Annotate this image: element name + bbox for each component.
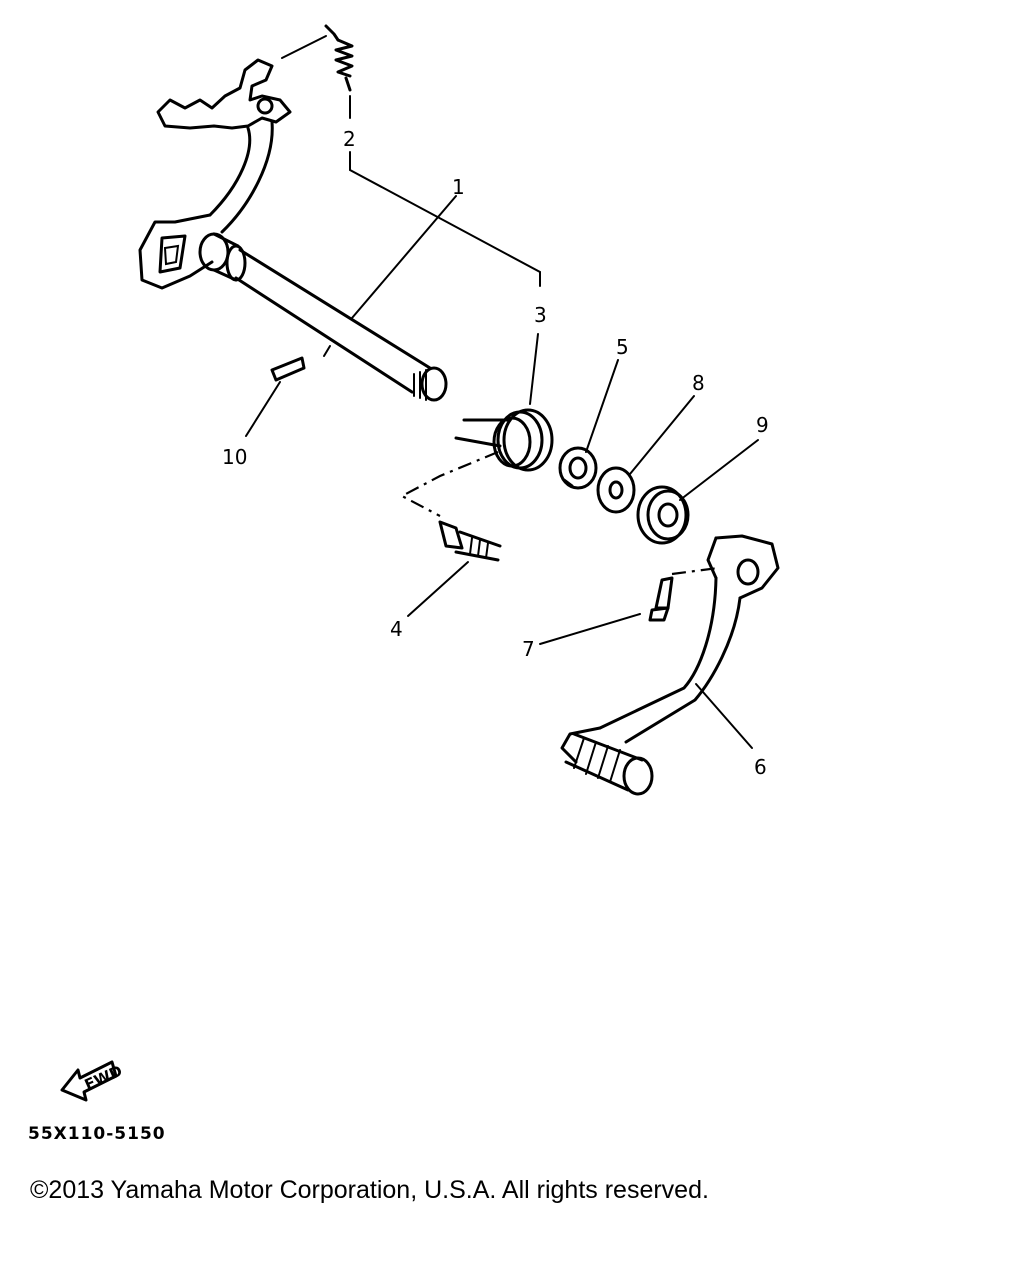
callout-6: 6	[754, 755, 767, 779]
callout-9: 9	[756, 413, 769, 437]
callout-8: 8	[692, 371, 705, 395]
stud-bolt	[438, 520, 502, 562]
washer	[596, 466, 636, 514]
leader-lines	[245, 35, 759, 749]
return-spring	[324, 24, 354, 92]
bolt	[648, 576, 674, 622]
callout-1: 1	[452, 175, 465, 199]
shift-arm	[138, 58, 292, 290]
shift-shaft	[198, 232, 448, 402]
fwd-arrow-icon: FWD	[60, 1060, 125, 1102]
callout-labels: 1 2 3 4 5 6 7 8 9 10	[222, 127, 769, 779]
callout-2: 2	[343, 127, 356, 151]
oil-seal	[636, 485, 690, 545]
dowel-pin	[270, 356, 306, 382]
torsion-spring	[454, 408, 554, 472]
copyright-notice: ©2013 Yamaha Motor Corporation, U.S.A. A…	[30, 1176, 709, 1204]
collar	[558, 446, 598, 490]
drawing-code: 55X110-5150	[28, 1124, 166, 1144]
callout-5: 5	[616, 335, 629, 359]
callout-10: 10	[222, 445, 247, 469]
callout-7: 7	[522, 637, 535, 661]
callout-4: 4	[390, 617, 403, 641]
shift-pedal	[560, 534, 780, 796]
callout-3: 3	[534, 303, 547, 327]
